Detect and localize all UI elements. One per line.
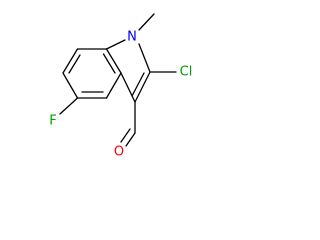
bond-cho-o xyxy=(125,132,136,147)
structure-svg: N Cl F O xyxy=(49,13,192,160)
bond-cho-o-inner xyxy=(120,128,131,143)
atom-n-label: N xyxy=(127,30,137,45)
atom-cl-label: Cl xyxy=(180,65,193,80)
pyrrole-ring xyxy=(105,39,151,103)
bond-c6-c5 xyxy=(62,72,79,99)
bond-c5-f xyxy=(59,97,79,115)
molecule-diagram: N Cl F O xyxy=(49,13,192,160)
atom-o-label: O xyxy=(114,145,124,160)
bond-c2-c3 xyxy=(134,71,151,103)
bond-c7a-n1 xyxy=(105,39,126,50)
bond-c7-c6 xyxy=(62,48,79,74)
benzene-ring xyxy=(62,48,122,99)
atom-f-label: F xyxy=(49,114,56,129)
bond-c3a-c7a xyxy=(105,48,122,74)
bond-c7-c6-inner xyxy=(68,54,81,74)
bond-c3a-c7a-inner xyxy=(102,53,116,74)
bond-c2-c3-inner xyxy=(131,72,145,97)
bond-c4-c3a xyxy=(105,72,122,99)
substituent-bonds xyxy=(59,13,177,147)
atom-labels: N Cl F O xyxy=(49,30,192,160)
bond-n1-c2 xyxy=(138,43,151,73)
bond-n1-methyl xyxy=(138,13,155,31)
bond-c3-c3a xyxy=(120,72,136,103)
